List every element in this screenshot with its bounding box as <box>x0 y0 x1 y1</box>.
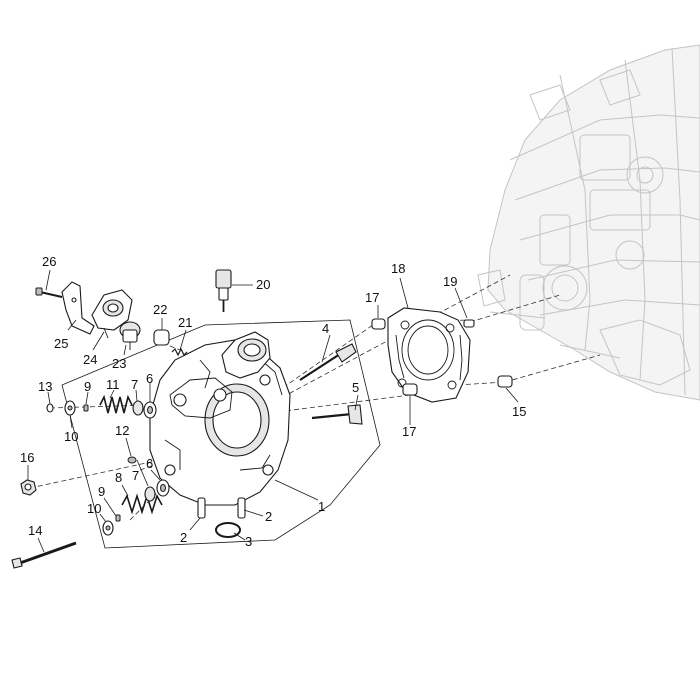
callout-6-lower: 6 <box>146 456 153 471</box>
callout-24: 24 <box>83 352 97 367</box>
callout-26: 26 <box>42 254 56 269</box>
callout-13: 13 <box>38 379 52 394</box>
valve-cap-upper <box>143 401 157 419</box>
valve-spring-lower <box>121 493 163 515</box>
thermostat-23 <box>119 321 141 350</box>
callout-7-upper: 7 <box>131 377 138 392</box>
keeper-12 <box>127 456 137 464</box>
bracket-25 <box>61 281 95 335</box>
callout-17-upper: 17 <box>365 290 379 305</box>
shim-13 <box>46 403 54 413</box>
callout-9-lower: 9 <box>98 484 105 499</box>
callout-22: 22 <box>153 302 167 317</box>
valve-retainer-upper <box>64 400 76 416</box>
callout-labels: 26 25 24 23 22 21 20 4 5 17 17 18 19 15 … <box>20 254 526 549</box>
callout-9-upper: 9 <box>84 379 91 394</box>
engine-crankcase-ghost <box>477 44 700 401</box>
callout-17-lower: 17 <box>402 424 416 439</box>
leader-lines <box>27 269 519 553</box>
valve-retainer-lower <box>102 520 114 536</box>
callout-1: 1 <box>318 499 325 514</box>
callout-18: 18 <box>391 261 405 276</box>
callout-12: 12 <box>115 423 129 438</box>
dowel-17-upper <box>371 318 386 330</box>
callout-4: 4 <box>322 321 329 336</box>
callout-21: 21 <box>178 315 192 330</box>
callout-2-left: 2 <box>180 530 187 545</box>
valve-keeper-lower <box>115 514 121 522</box>
nut-16 <box>20 479 37 496</box>
valve-spring-seat-upper <box>132 400 144 416</box>
dowel-pin-a <box>197 497 206 519</box>
exhaust-valve <box>311 404 363 425</box>
callout-6-upper: 6 <box>146 371 153 386</box>
bolt-26 <box>35 287 63 298</box>
callout-3: 3 <box>245 534 252 549</box>
dowel-pin-b <box>237 497 246 519</box>
valve-spring-upper <box>99 394 133 414</box>
plug-15 <box>497 375 513 388</box>
dowel-17-lower <box>402 383 418 396</box>
spring-21 <box>171 347 188 357</box>
callout-19: 19 <box>443 274 457 289</box>
plug-22 <box>153 329 170 346</box>
valve-cap-lower <box>156 479 170 497</box>
callout-15: 15 <box>512 404 526 419</box>
valve-keeper-upper <box>83 404 89 412</box>
temperature-sensor-20 <box>215 269 232 312</box>
callout-14: 14 <box>28 523 42 538</box>
callout-25: 25 <box>54 336 68 351</box>
callout-11: 11 <box>106 377 120 392</box>
valve-spring-seat-lower <box>144 486 156 502</box>
intake-valve <box>299 343 357 381</box>
callout-5: 5 <box>352 380 359 395</box>
callout-2-right: 2 <box>265 509 272 524</box>
callout-23: 23 <box>112 356 126 371</box>
thermostat-housing-24 <box>91 289 133 339</box>
callout-10-lower: 10 <box>87 501 101 516</box>
pin-19 <box>463 319 475 328</box>
stud-bolt-14 <box>11 541 77 569</box>
callout-16: 16 <box>20 450 34 465</box>
o-ring <box>215 522 241 538</box>
cylinder-head-gasket <box>387 307 471 403</box>
callout-20: 20 <box>256 277 270 292</box>
group-bracket <box>61 319 381 549</box>
callout-10-upper: 10 <box>64 429 78 444</box>
callout-7-lower: 7 <box>132 468 139 483</box>
cylinder-head <box>149 331 291 506</box>
callout-8: 8 <box>115 470 122 485</box>
